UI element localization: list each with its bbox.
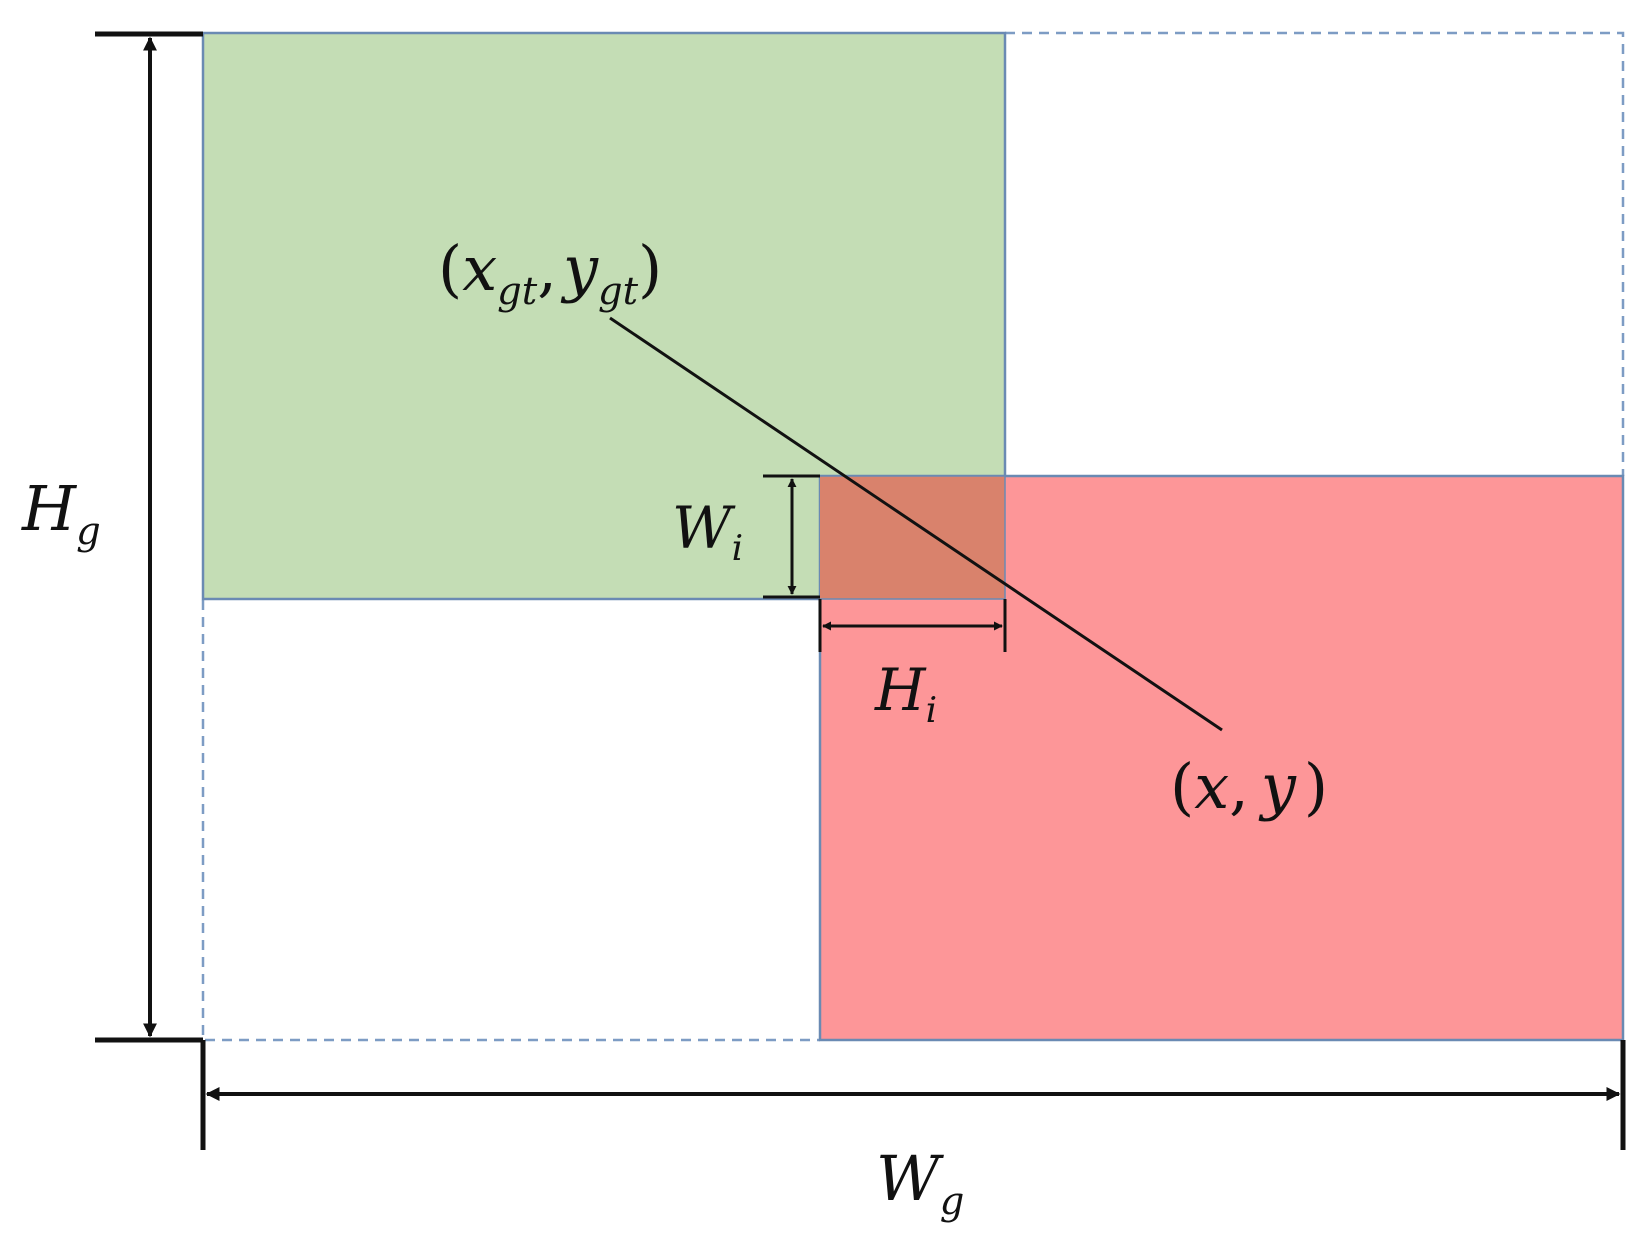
pred-center-y: y <box>1258 750 1297 823</box>
gt-center-x: x <box>462 232 497 305</box>
pred-center-comma: , <box>1229 750 1249 823</box>
gt-center-open-paren: ( <box>438 232 462 305</box>
h-i-label-main: H <box>874 656 927 724</box>
intersection-box <box>820 476 1005 599</box>
pred-center-x: x <box>1194 750 1229 823</box>
pred-center-open-paren: ( <box>1170 750 1194 823</box>
h-i-label-sub: i <box>926 690 938 731</box>
w-i-label: Wi <box>672 494 743 569</box>
w-i-label-main: W <box>672 494 736 562</box>
gt-center-y-sub: gt <box>598 269 639 314</box>
w-g-label-main: W <box>876 1142 944 1215</box>
w-g-label-sub: g <box>940 1179 965 1224</box>
h-g-label-main: H <box>21 472 78 545</box>
w-i-label-sub: i <box>732 528 744 569</box>
h-g-label: Hg <box>21 472 101 554</box>
w-g-label: Wg <box>876 1142 964 1224</box>
gt-center-x-sub: gt <box>497 269 538 314</box>
pred-center-close-paren: ) <box>1304 750 1328 823</box>
gt-center-close-paren: ) <box>638 232 662 305</box>
h-g-label-sub: g <box>76 509 101 554</box>
center-distance-line <box>609 316 1223 732</box>
gt-center-y: y <box>560 232 599 305</box>
gt-center-label: (xgt,ygt) <box>438 232 662 314</box>
gt-center-comma: , <box>537 232 557 305</box>
h-i-label: Hi <box>874 656 937 731</box>
pred-center-label: (x,y) <box>1170 750 1328 823</box>
intersection-outline <box>820 475 1006 600</box>
enclosing-box-outline <box>201 31 1625 1042</box>
